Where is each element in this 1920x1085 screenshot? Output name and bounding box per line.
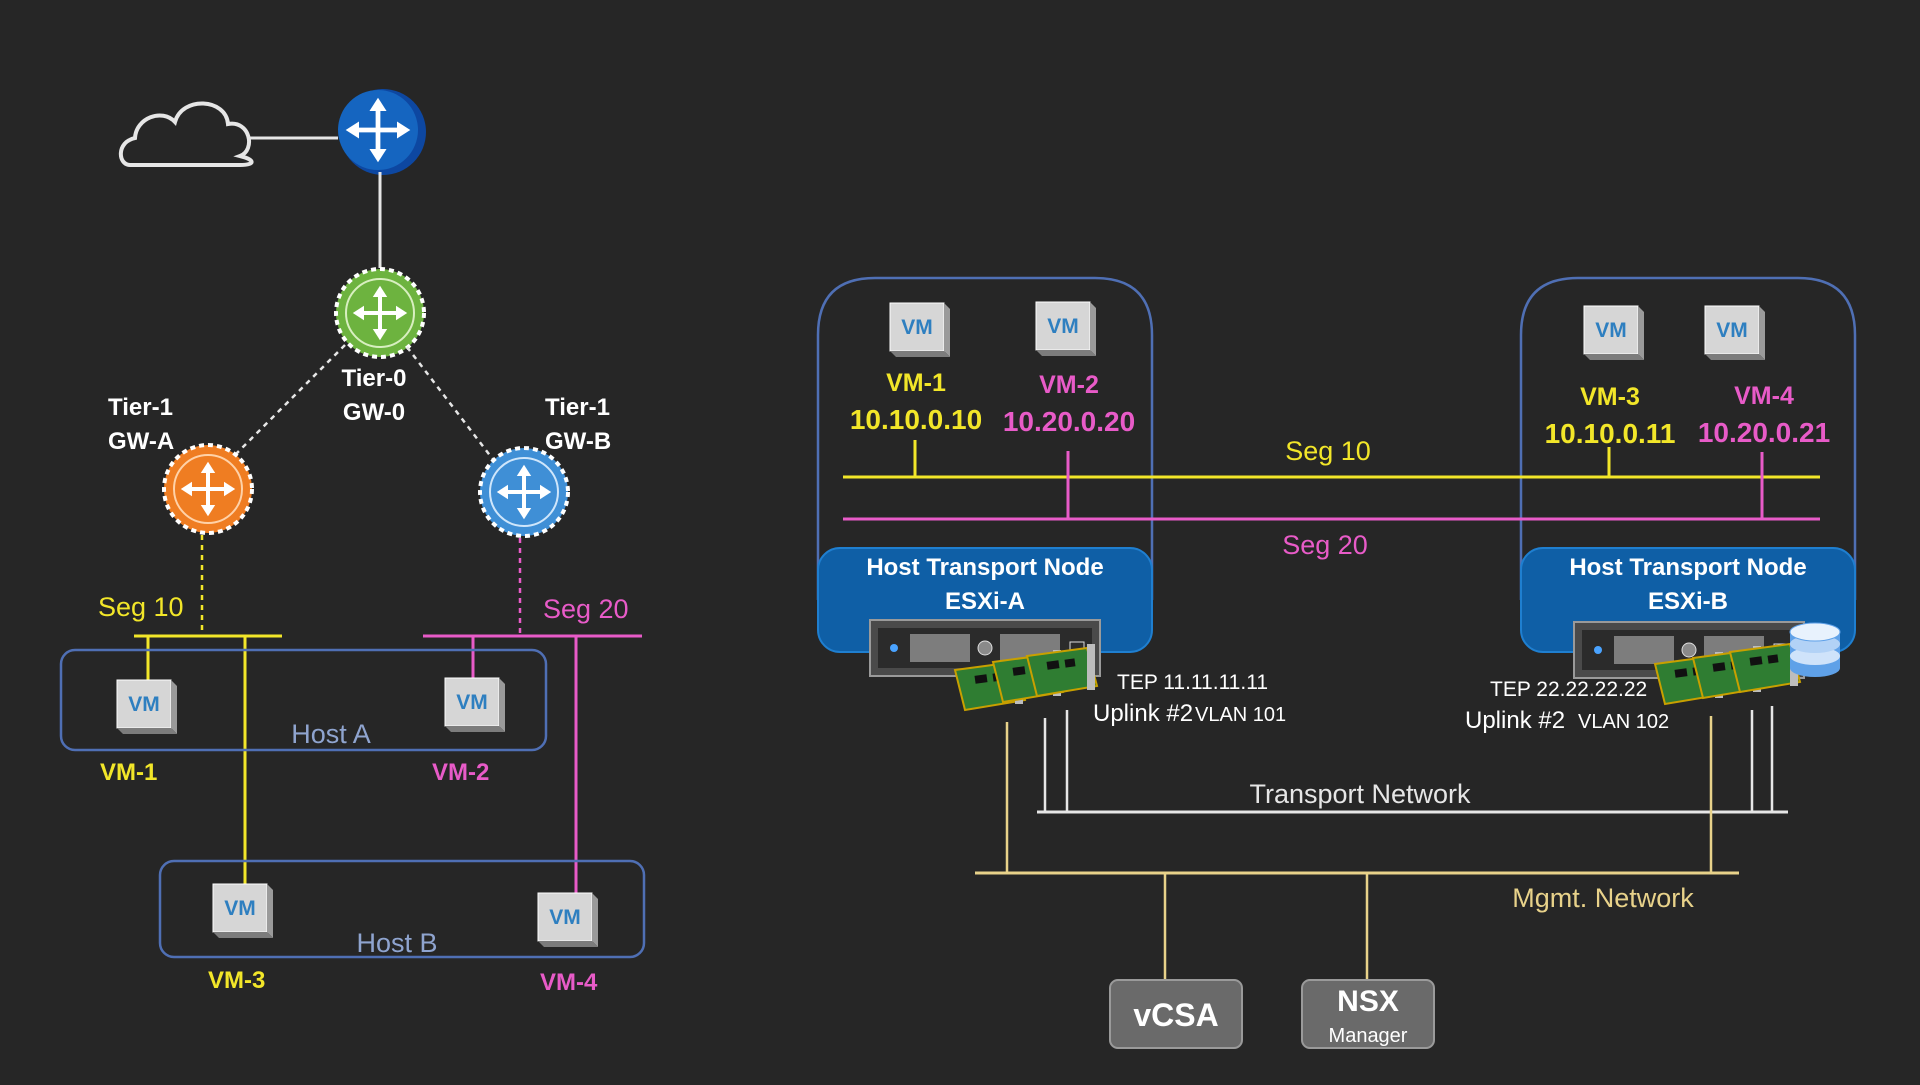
edge-router-icon	[338, 89, 426, 175]
vm1-label: VM-1	[100, 759, 157, 786]
host-b-label: Host B	[356, 928, 437, 958]
tep-a-label: TEP 11.11.11.11	[1117, 671, 1268, 694]
host-transport-node-b: Host Transport Node ESXi-B	[1519, 276, 1857, 653]
vm-icon: VM	[116, 679, 178, 735]
vm4-name: VM-4	[1734, 382, 1794, 410]
svg-text:VM: VM	[456, 691, 488, 714]
nsx-manager-box: NSX Manager	[1301, 979, 1435, 1049]
router-icon	[334, 267, 426, 359]
vm2-ip: 10.20.0.20	[1003, 406, 1135, 437]
seg20-label: Seg 20	[543, 594, 629, 624]
seg20-overlay-label: Seg 20	[1282, 530, 1368, 560]
vm2-label: VM-2	[432, 759, 489, 786]
vm-icon: VM	[444, 677, 506, 733]
vcsa-label: vCSA	[1133, 997, 1218, 1033]
vm-icon: VM	[1704, 305, 1766, 361]
tep-b-label: TEP 22.22.22.22	[1490, 678, 1647, 701]
vlan-a-label: VLAN 101	[1195, 704, 1286, 726]
svg-text:VM: VM	[1595, 319, 1627, 342]
vcsa-box: vCSA	[1109, 979, 1243, 1049]
tier1a-label-line2: GW-A	[108, 428, 174, 455]
vm-icon: VM	[537, 892, 599, 948]
router-icon	[162, 443, 254, 535]
vm1-name: VM-1	[886, 369, 946, 397]
host-a-box	[59, 648, 548, 752]
vm3-ip: 10.10.0.11	[1545, 418, 1676, 449]
vm-icon: VM	[1583, 305, 1645, 361]
host-transport-node-a: Host Transport Node ESXi-A	[816, 276, 1154, 653]
router-icon	[478, 446, 570, 538]
tier0-label-line2: GW-0	[343, 399, 405, 426]
host-b-title-line2: ESXi-B	[1648, 588, 1728, 615]
nsx-label: NSX	[1337, 985, 1399, 1018]
t0-t1b-link	[406, 346, 496, 463]
cloud-icon	[118, 101, 254, 167]
vm3-label: VM-3	[208, 967, 265, 994]
vlan-b-label: VLAN 102	[1578, 711, 1669, 733]
vm4-label: VM-4	[540, 969, 598, 996]
tier1a-label-line1: Tier-1	[108, 394, 173, 421]
seg10-label: Seg 10	[98, 592, 184, 622]
svg-text:VM: VM	[1047, 315, 1079, 338]
seg10-overlay-label: Seg 10	[1285, 436, 1371, 466]
tier1b-label-line2: GW-B	[545, 428, 611, 455]
svg-text:VM: VM	[901, 316, 933, 339]
nsx-sub-label: Manager	[1329, 1025, 1408, 1047]
uplink-b-label: Uplink #2	[1465, 707, 1565, 734]
svg-text:VM: VM	[549, 906, 581, 929]
uplink-a-label: Uplink #2	[1093, 700, 1193, 727]
tier0-label-line1: Tier-0	[342, 365, 407, 392]
vm3-name: VM-3	[1580, 383, 1640, 411]
svg-text:VM: VM	[128, 693, 160, 716]
svg-text:VM: VM	[224, 897, 256, 920]
vm-icon: VM	[1035, 301, 1097, 357]
vm-icon: VM	[212, 883, 274, 939]
vm4-ip: 10.20.0.21	[1698, 417, 1830, 448]
host-a-label: Host A	[291, 719, 371, 749]
host-a-title-line2: ESXi-A	[945, 588, 1025, 615]
svg-text:VM: VM	[1716, 319, 1748, 342]
t0-t1a-link	[234, 344, 346, 456]
vm2-name: VM-2	[1039, 371, 1099, 399]
host-b-box	[158, 859, 646, 959]
database-icon	[1789, 622, 1841, 677]
vm-icon: VM	[889, 302, 951, 358]
vm1-ip: 10.10.0.10	[850, 404, 982, 435]
host-b-title-line1: Host Transport Node	[1569, 554, 1806, 581]
transport-network-label: Transport Network	[1249, 779, 1471, 809]
host-a-title-line1: Host Transport Node	[866, 554, 1103, 581]
tier1b-label-line1: Tier-1	[545, 394, 610, 421]
mgmt-network-label: Mgmt. Network	[1512, 883, 1694, 913]
